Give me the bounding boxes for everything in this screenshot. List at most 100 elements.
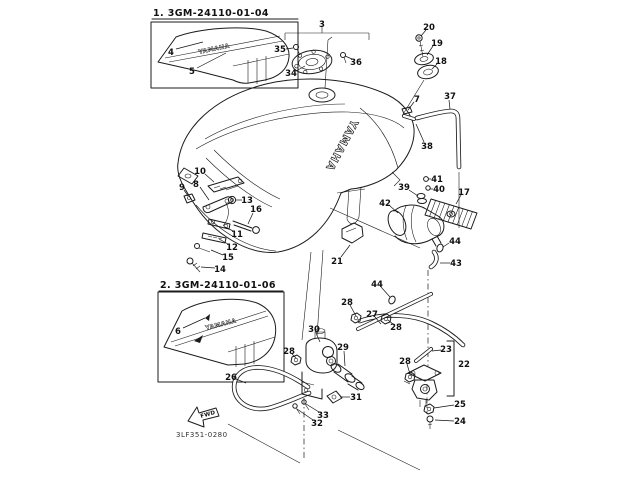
callout-28: 28 xyxy=(399,357,411,367)
callout-23: 23 xyxy=(440,345,452,355)
callout-28: 28 xyxy=(341,298,353,308)
dipstick xyxy=(324,36,333,89)
callout-30: 30 xyxy=(308,325,320,335)
callout-44: 44 xyxy=(449,237,461,247)
callout-29: 29 xyxy=(337,343,349,353)
leader-line-33 xyxy=(305,403,320,413)
callout-42: 42 xyxy=(379,199,391,209)
breather-pipes xyxy=(402,108,462,228)
fuel-valve-group xyxy=(227,249,466,471)
cap-screws xyxy=(293,44,347,64)
petcock-group xyxy=(403,340,455,429)
leader-line-39 xyxy=(408,189,419,197)
mount-bolt-and-washers xyxy=(401,34,439,117)
mount-brackets xyxy=(183,176,260,273)
leader-line-12 xyxy=(218,238,229,245)
petcock-body xyxy=(411,379,438,401)
leader-line-7 xyxy=(407,101,415,111)
leader-line-44 xyxy=(442,242,450,248)
leader-line-25 xyxy=(433,404,455,409)
callout-14: 14 xyxy=(214,265,226,275)
leader-line-35 xyxy=(285,47,294,50)
callout-32: 32 xyxy=(311,419,323,429)
callout-40: 40 xyxy=(433,185,445,195)
callout-36: 36 xyxy=(350,58,362,68)
callout-10: 10 xyxy=(194,167,206,177)
callout-21: 21 xyxy=(331,257,343,267)
leader-line-21 xyxy=(340,244,351,258)
leader-line-16 xyxy=(247,212,254,225)
callout-41: 41 xyxy=(431,175,443,185)
callout-28: 28 xyxy=(283,347,295,357)
callout-44: 44 xyxy=(371,280,383,290)
inset-1-part-number: 1. 3GM-24110-01-04 xyxy=(153,8,269,19)
callout-19: 19 xyxy=(431,39,443,49)
clip xyxy=(401,106,413,115)
drawing-number: 3LF351-0280 xyxy=(176,431,228,439)
callout-43: 43 xyxy=(450,259,462,269)
fuel-pump-body xyxy=(393,204,445,245)
leader-line-23 xyxy=(431,349,442,352)
leader-line-8 xyxy=(199,186,210,201)
damper xyxy=(341,222,364,244)
leader-line-29 xyxy=(343,350,346,367)
callout-13: 13 xyxy=(241,196,253,206)
callout-38: 38 xyxy=(421,142,433,152)
callout-33: 33 xyxy=(317,411,329,421)
filler-cap-assembly xyxy=(291,49,333,75)
leader-line-34 xyxy=(295,65,306,72)
callout-12: 12 xyxy=(226,243,238,253)
leader-line-6 xyxy=(182,317,206,329)
callout-26: 26 xyxy=(225,373,237,383)
inset-box-2: 2. 3GM-24110-01-06 YAMAHA xyxy=(157,280,285,383)
tank-brand-logo: YAMAHA xyxy=(323,117,360,173)
leader-line-28 xyxy=(291,353,297,359)
callout-17: 17 xyxy=(458,188,470,198)
callout-8: 8 xyxy=(193,180,199,190)
leader-line-27 xyxy=(374,316,382,325)
leader-line-20 xyxy=(420,29,427,37)
callout-15: 15 xyxy=(222,253,234,263)
inset-1-brand: YAMAHA xyxy=(197,43,230,57)
callout-27: 27 xyxy=(366,310,378,320)
fwd-arrow: FWD xyxy=(187,406,220,428)
callout-28: 28 xyxy=(390,323,402,333)
leader-line-30 xyxy=(315,332,321,343)
leader-line-44 xyxy=(380,286,391,298)
callout-22: 22 xyxy=(458,360,470,370)
leader-line-36 xyxy=(344,55,353,60)
leader-line-15 xyxy=(210,249,224,256)
leader-line-18 xyxy=(431,63,438,70)
leader-line-32 xyxy=(296,408,314,421)
leader-line-38 xyxy=(415,123,425,143)
callout-24: 24 xyxy=(454,417,466,427)
callout-37: 37 xyxy=(444,92,456,102)
leader-line-28 xyxy=(349,304,357,317)
callout-39: 39 xyxy=(398,183,410,193)
leader-line-11 xyxy=(224,226,234,232)
leader-line-5 xyxy=(196,52,227,69)
inset-1-cover-art: YAMAHA xyxy=(157,27,290,84)
callout-9: 9 xyxy=(179,183,185,193)
leader-line-14 xyxy=(200,266,216,269)
leader-line-17 xyxy=(455,194,462,205)
fwd-label: FWD xyxy=(200,410,216,420)
callout-25: 25 xyxy=(454,400,466,410)
leader-line-24 xyxy=(434,419,455,422)
hose-clip xyxy=(436,243,444,253)
callout-6: 6 xyxy=(175,327,181,337)
callout-7: 7 xyxy=(414,95,420,105)
leader-line-10 xyxy=(204,173,215,183)
leader-line-19 xyxy=(426,45,434,56)
callout-18: 18 xyxy=(435,57,447,67)
leader-line-26 xyxy=(235,378,247,384)
leader-line-28 xyxy=(406,363,411,375)
fuel-tank: YAMAHA xyxy=(177,27,415,253)
callout-31: 31 xyxy=(350,393,362,403)
heat-shield-plate xyxy=(424,198,478,230)
callout-5: 5 xyxy=(189,67,195,77)
callout-16: 16 xyxy=(250,205,262,215)
